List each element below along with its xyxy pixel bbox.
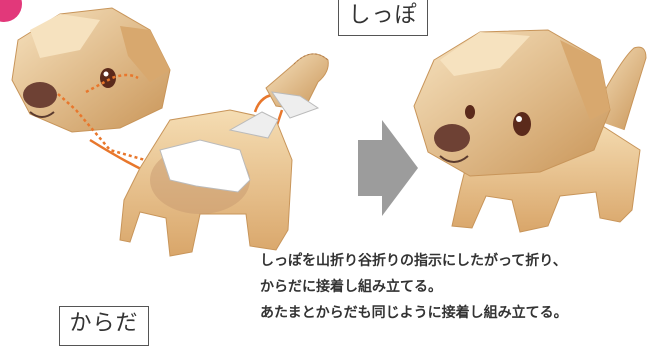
next-step-arrow-icon <box>358 120 418 216</box>
tail-label: しっぽ <box>338 0 428 36</box>
unassembled-head <box>11 7 171 164</box>
body-label: からだ <box>59 306 149 346</box>
instruction-line: からだに接着し組み立てる。 <box>260 279 442 295</box>
unassembled-tail <box>265 53 329 119</box>
instruction-line: しっぽを山折り谷折りの指示にしたがって折り、 <box>260 253 567 269</box>
assembly-instructions: しっぽを山折り谷折りの指示にしたがって折り、 からだに接着し組み立てる。 あたま… <box>260 248 665 326</box>
corner-tab <box>0 0 22 22</box>
unassembled-body <box>119 109 293 257</box>
assembled-dog <box>413 29 647 233</box>
instruction-line: あたまとからだも同じように接着し組み立てる。 <box>260 305 568 321</box>
